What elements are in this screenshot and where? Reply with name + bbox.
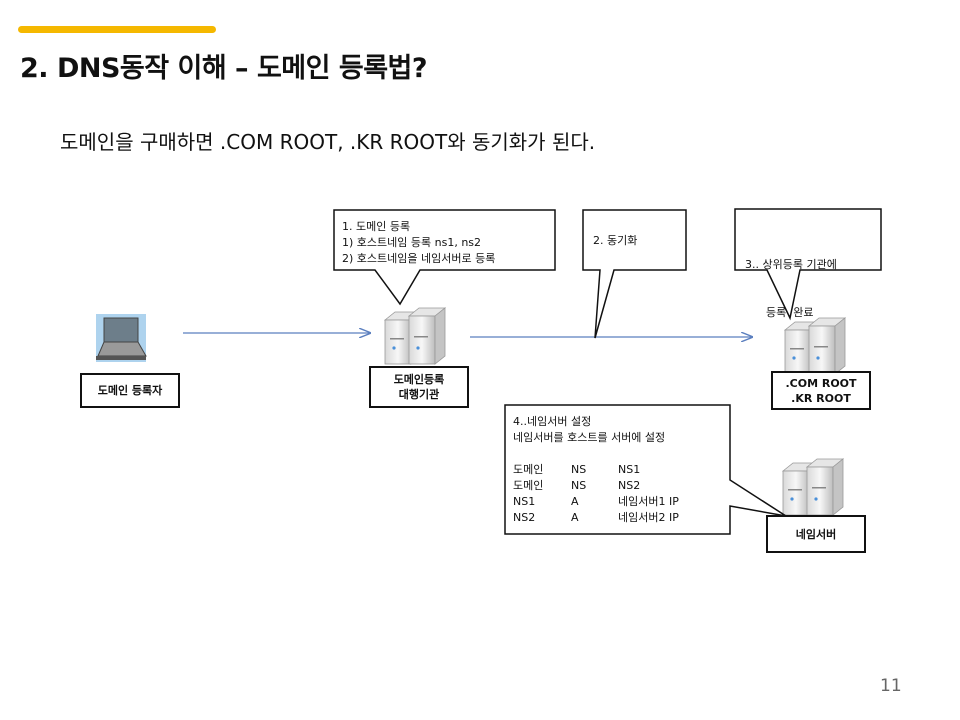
nameserver-label-text: 네임서버 bbox=[795, 527, 837, 541]
dns-records-table: 도메인 NS NS1 도메인 NS NS2 NS1 A 네임서버1 IP NS2… bbox=[513, 462, 679, 526]
record-name: NS1 bbox=[513, 495, 536, 508]
callout-step3-line1: 3.. 상위등록 기관에 bbox=[745, 258, 837, 271]
record-type: NS bbox=[571, 463, 587, 476]
callout-step1-line3: 2) 호스트네임을 네임서버로 등록 bbox=[342, 252, 496, 265]
callout-step1-line1: 1. 도메인 등록 bbox=[342, 220, 411, 233]
callout-step4-line1: 4..네임서버 설정 bbox=[513, 415, 592, 428]
callout-step4: 4..네임서버 설정 네임서버를 호스트를 서버에 설정 bbox=[513, 414, 665, 446]
registrar-server-icon bbox=[384, 307, 446, 365]
record-name: NS2 bbox=[513, 511, 536, 524]
registrar-label-line2: 대행기관 bbox=[398, 388, 440, 401]
callout-step3-shape bbox=[734, 208, 882, 321]
registrant-label-text: 도메인 등록자 bbox=[97, 384, 163, 397]
laptop-icon bbox=[96, 314, 147, 362]
root-label-line1: .COM ROOT bbox=[785, 376, 857, 390]
page-title: 2. DNS동작 이해 – 도메인 등록법? bbox=[20, 53, 428, 84]
accent-bar bbox=[18, 26, 216, 33]
dns-record-row: 도메인 NS NS2 bbox=[513, 478, 679, 494]
callout-step2: 2. 동기화 bbox=[593, 233, 637, 249]
registrar-label: 도메인등록 대행기관 bbox=[369, 366, 469, 408]
dns-record-row: 도메인 NS NS1 bbox=[513, 462, 679, 478]
record-value: NS1 bbox=[618, 463, 641, 476]
record-type: A bbox=[571, 495, 579, 508]
registrar-label-line1: 도메인등록 bbox=[393, 373, 445, 386]
callout-step2-line1: 2. 동기화 bbox=[593, 234, 638, 247]
page-number: 11 bbox=[880, 676, 902, 696]
dns-record-row: NS2 A 네임서버2 IP bbox=[513, 510, 679, 526]
page-subtitle: 도메인을 구매하면 .COM ROOT, .KR ROOT와 동기화가 된다. bbox=[60, 130, 596, 154]
record-name: 도메인 bbox=[513, 479, 544, 492]
root-label-line2: .KR ROOT bbox=[791, 391, 851, 405]
root-label: .COM ROOT .KR ROOT bbox=[771, 371, 871, 410]
callout-step4-line2: 네임서버를 호스트를 서버에 설정 bbox=[513, 431, 666, 444]
record-value: 네임서버2 IP bbox=[618, 511, 679, 524]
callout-step1-line2: 1) 호스트네임 등록 ns1, ns2 bbox=[342, 236, 482, 249]
callout-step3: 3.. 상위등록 기관에 등록 완료 bbox=[745, 225, 837, 337]
record-type: NS bbox=[571, 479, 587, 492]
callout-step3-line2: 등록 완료 bbox=[745, 306, 814, 319]
callout-step2-shape bbox=[582, 209, 687, 339]
dns-record-row: NS1 A 네임서버1 IP bbox=[513, 494, 679, 510]
record-type: A bbox=[571, 511, 579, 524]
record-name: 도메인 bbox=[513, 463, 544, 476]
callout-step1: 1. 도메인 등록 1) 호스트네임 등록 ns1, ns2 2) 호스트네임을… bbox=[342, 219, 495, 267]
nameserver-server-icon bbox=[782, 458, 844, 516]
record-value: NS2 bbox=[618, 479, 641, 492]
callout-step4-shape bbox=[504, 404, 787, 535]
callout-step1-shape bbox=[333, 209, 556, 306]
record-value: 네임서버1 IP bbox=[618, 495, 679, 508]
registrant-label: 도메인 등록자 bbox=[80, 373, 180, 408]
nameserver-label: 네임서버 bbox=[766, 515, 866, 553]
